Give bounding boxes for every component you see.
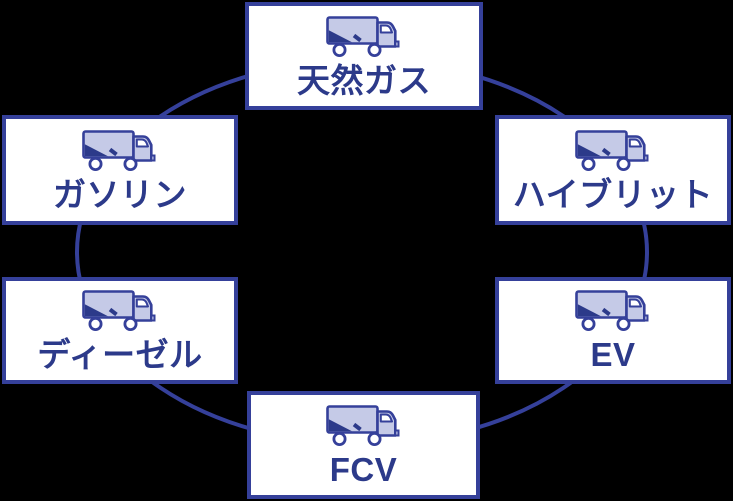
truck-icon-slot: [81, 129, 159, 173]
node-label: FCV: [329, 450, 398, 488]
truck-icon: [82, 290, 156, 332]
node-natural-gas: 天然ガス: [245, 2, 483, 110]
truck-icon-slot: [81, 289, 159, 333]
truck-icon: [575, 129, 649, 171]
node-fcv: FCV: [247, 391, 480, 499]
node-diesel: ディーゼル: [2, 277, 238, 384]
node-ev: EV: [495, 277, 731, 384]
node-gasoline: ガソリン: [2, 115, 238, 225]
truck-icon-slot: [574, 289, 652, 333]
node-label: ハイブリット: [512, 175, 714, 213]
node-label: 天然ガス: [297, 61, 431, 99]
truck-icon-slot: [325, 404, 403, 448]
truck-icon: [325, 404, 399, 446]
node-label: ディーゼル: [37, 336, 203, 374]
truck-icon-slot: [325, 15, 403, 59]
truck-icon: [326, 15, 400, 57]
node-hybrid: ハイブリット: [495, 115, 731, 225]
truck-icon: [575, 290, 649, 332]
node-label: EV: [590, 336, 636, 374]
truck-icon-slot: [574, 129, 652, 173]
truck-icon: [82, 129, 156, 171]
node-label: ガソリン: [53, 175, 187, 213]
